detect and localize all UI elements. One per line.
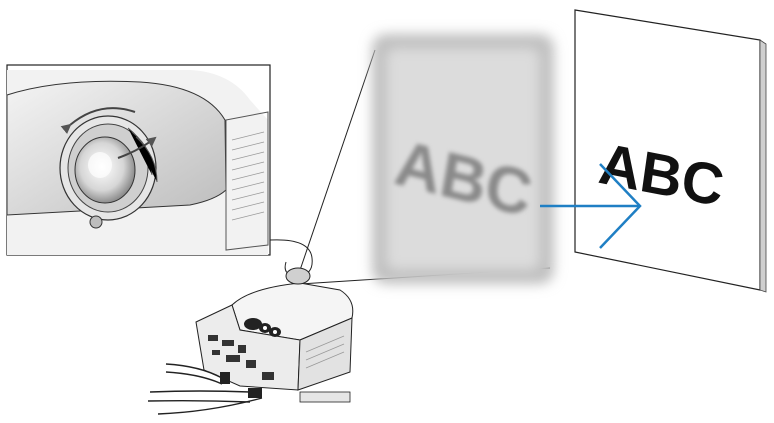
blurred-screen: ABC (372, 34, 554, 284)
projector (196, 268, 353, 402)
focused-screen: ABC (575, 10, 766, 292)
lens-detail-inset (7, 65, 270, 255)
